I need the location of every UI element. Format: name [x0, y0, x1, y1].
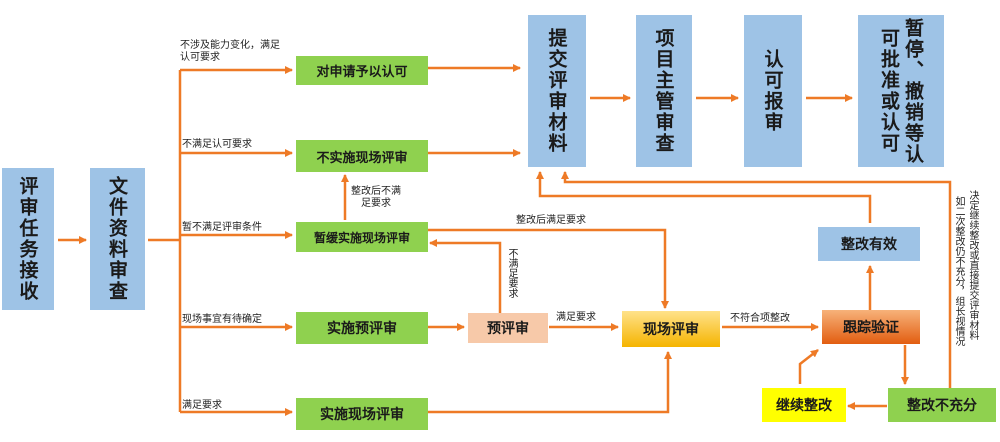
label-prereview-not-meet: 不满足要求	[506, 248, 517, 298]
node-pre-review-impl: 实施预评审	[296, 312, 428, 344]
node-suspend: 暂缓实施现场评审	[296, 222, 428, 252]
label-nonconformity-fix: 不符合项整改	[730, 313, 790, 324]
node-report: 认可报审	[744, 15, 802, 167]
node-insufficient: 整改不充分	[888, 388, 996, 422]
node-receive: 评审任务接收	[2, 168, 54, 310]
label-meet-requirement: 满足要求	[556, 312, 596, 323]
label-decide-continue: 决定继续整改或直接提交评审材料	[967, 190, 978, 340]
node-effective: 整改有效	[818, 227, 920, 261]
label-after-fix-not-meet: 整改后不满足要求	[351, 186, 401, 209]
label-after-fix-meet: 整改后满足要求	[516, 215, 586, 226]
node-pre-review: 预评审	[468, 313, 548, 343]
node-track: 跟踪验证	[822, 310, 920, 344]
node-no-onsite: 不实施现场评审	[296, 140, 428, 172]
node-continue: 继续整改	[762, 388, 846, 422]
label-meet-requirement-2: 满足要求	[182, 400, 222, 411]
node-doc-review: 文件资料审查	[90, 168, 145, 310]
label-not-meet: 不满足认可要求	[182, 139, 252, 150]
node-onsite-impl: 实施现场评审	[296, 398, 428, 430]
node-onsite: 现场评审	[622, 311, 720, 347]
node-accept: 对申请予以认可	[296, 56, 428, 85]
label-onsite-pending: 现场事宜有待确定	[182, 314, 262, 325]
node-result: 暂停、撤销等认可批准或认可	[858, 15, 944, 167]
label-temp-not-meet: 暂不满足评审条件	[182, 222, 262, 233]
label-second-fix: 如二次整改仍不充分，组长视情况	[953, 196, 964, 346]
node-manager: 项目主管审查	[636, 15, 692, 167]
node-submit: 提交评审材料	[528, 15, 586, 167]
label-accept-condition: 不涉及能力变化，满足认可要求	[180, 40, 280, 63]
